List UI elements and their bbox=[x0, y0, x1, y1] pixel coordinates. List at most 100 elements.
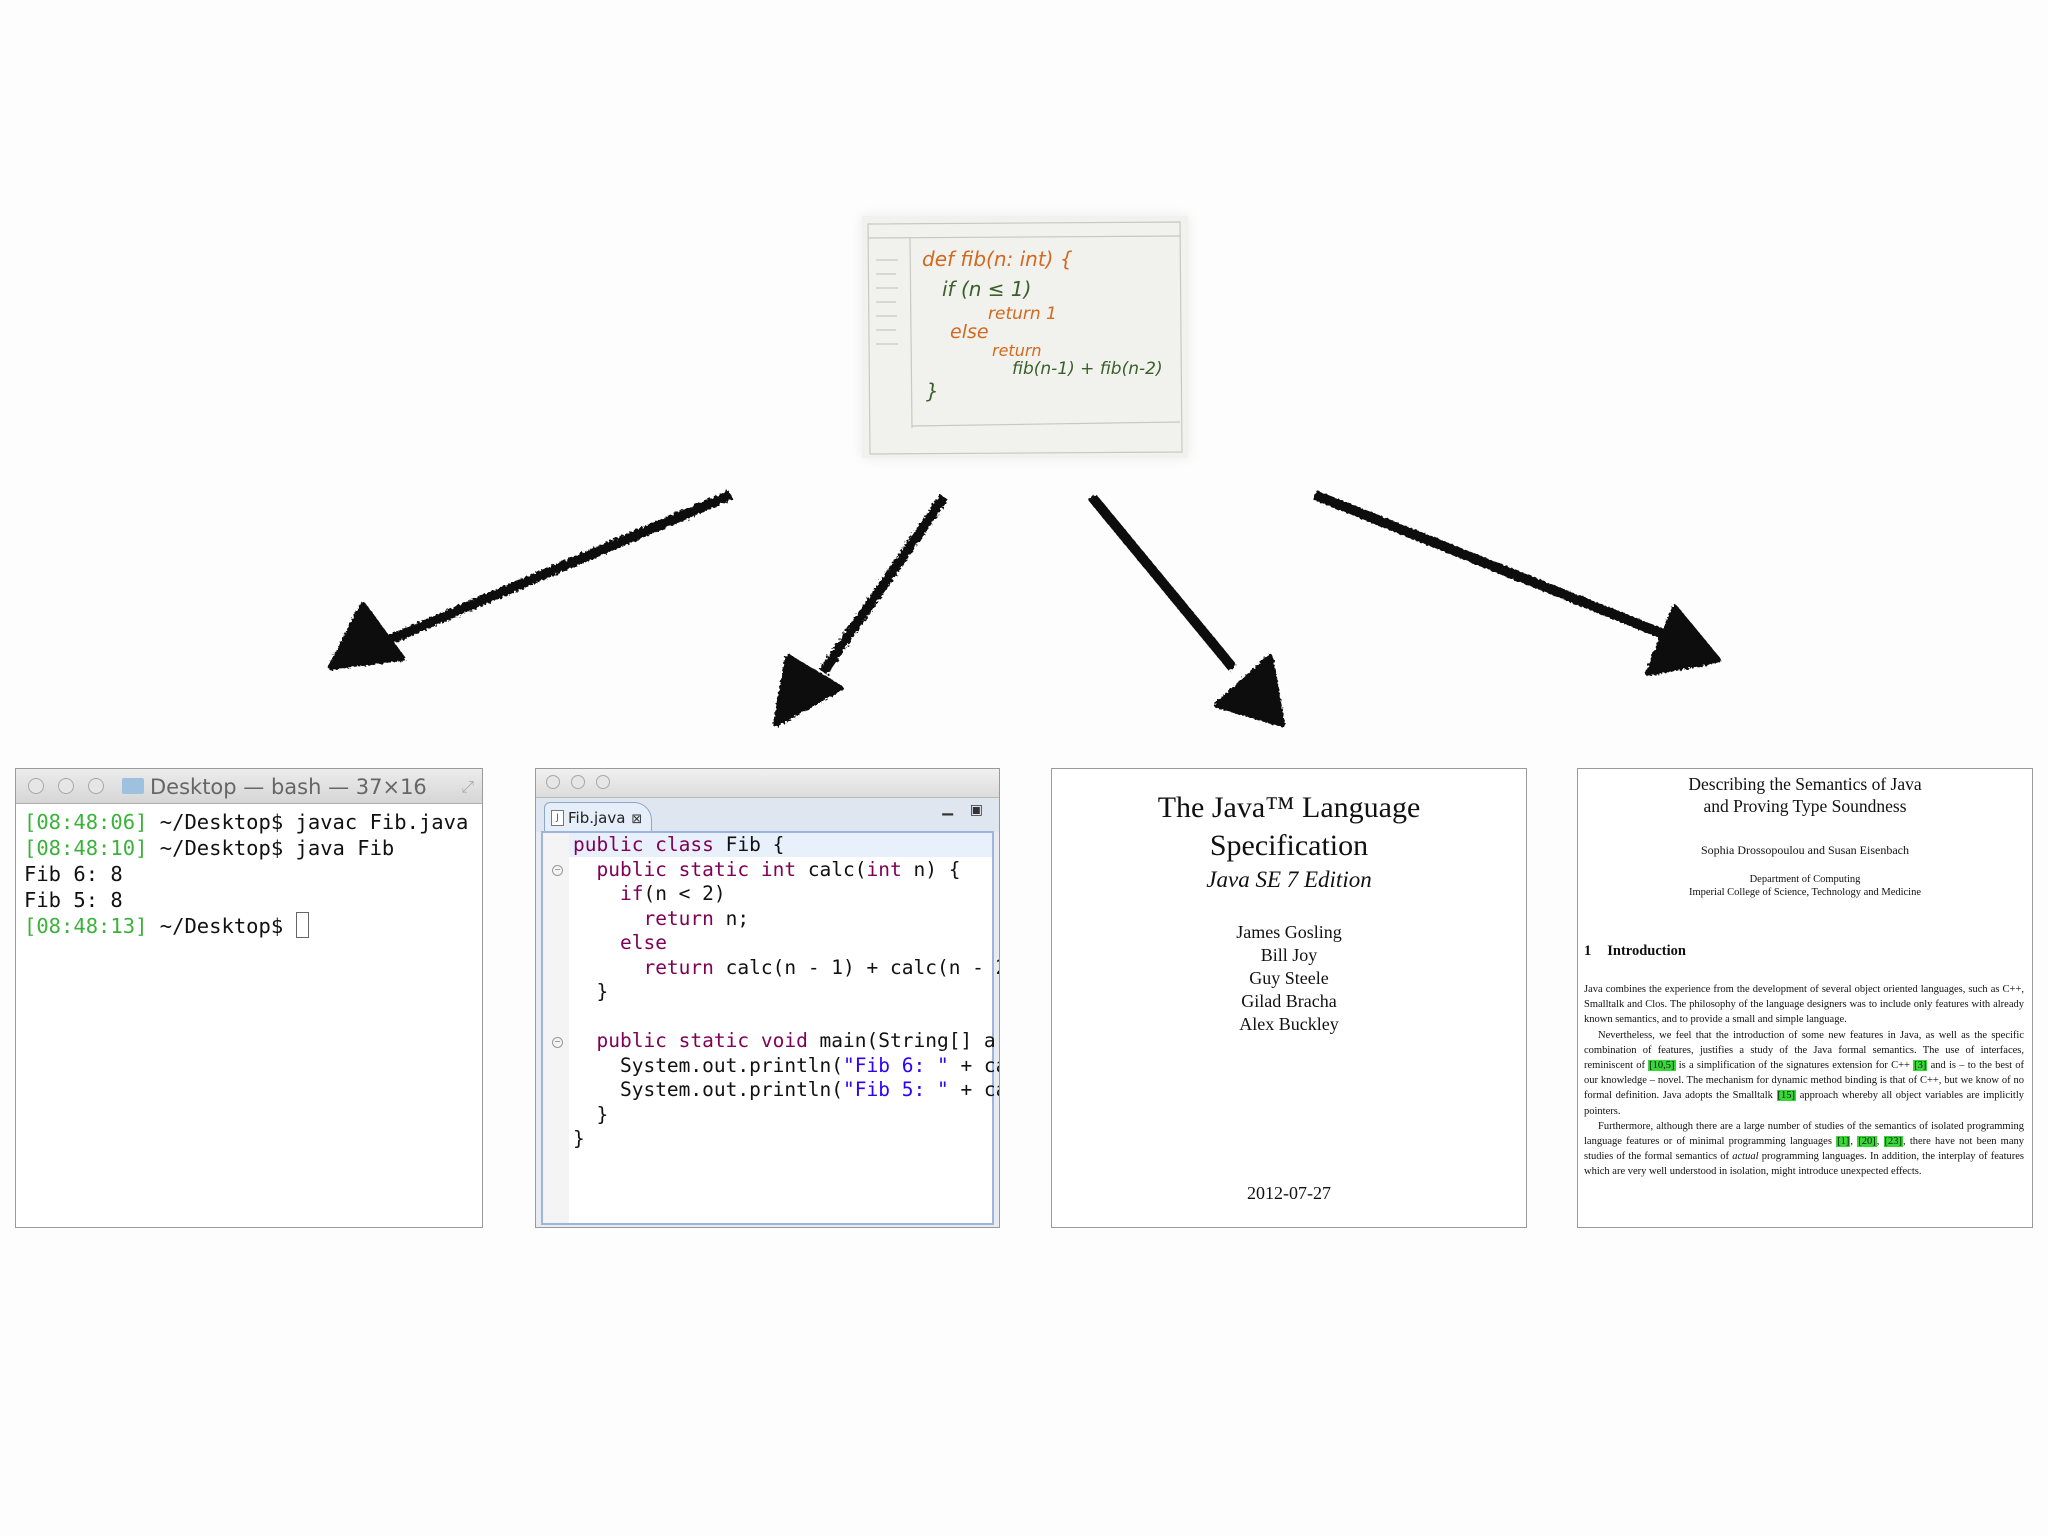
code-line: System.out.println("Fib 5: " + calc bbox=[573, 1078, 1000, 1103]
sketch-line-2: if (n ≤ 1) bbox=[942, 277, 1031, 301]
sketch-line-6: fib(n-1) + fib(n-2) bbox=[1012, 359, 1163, 379]
terminal-text: Fib 5: 8 bbox=[24, 888, 123, 912]
sketch-line-5: return bbox=[992, 341, 1042, 360]
sketch-line-7: } bbox=[926, 379, 939, 403]
document-title-line: Specification bbox=[1052, 827, 1526, 865]
section-title: Introduction bbox=[1607, 943, 1686, 959]
affiliation-department: Department of Computing bbox=[1578, 873, 2032, 886]
text: is a simplification of the signatures ex… bbox=[1676, 1060, 1914, 1071]
terminal-window: Desktop — bash — 37×16 ⤢ [08:48:06] ~/De… bbox=[15, 768, 483, 1228]
keyword: int bbox=[867, 858, 902, 881]
terminal-text: Fib 6: 8 bbox=[24, 862, 123, 886]
document-date: 2012-07-27 bbox=[1052, 1183, 1526, 1204]
code-text: (n < 2) bbox=[643, 882, 725, 905]
fullscreen-icon[interactable]: ⤢ bbox=[461, 777, 474, 797]
terminal-line: Fib 6: 8 bbox=[24, 861, 474, 887]
paragraph: Nevertheless, we feel that the introduct… bbox=[1584, 1028, 2024, 1119]
minimize-window-button[interactable] bbox=[58, 778, 74, 794]
document-authors: James Gosling Bill Joy Guy Steele Gilad … bbox=[1052, 921, 1526, 1036]
code-line: } bbox=[573, 980, 1000, 1005]
keyword: if bbox=[620, 882, 643, 905]
string-literal: "Fib 6: " bbox=[843, 1054, 949, 1077]
code-line: } bbox=[573, 1127, 1000, 1152]
arrow-to-language-spec bbox=[1092, 497, 1282, 724]
terminal-text: ~/Desktop$ bbox=[147, 914, 295, 938]
terminal-line: [08:48:10] ~/Desktop$ java Fib bbox=[24, 835, 474, 861]
code-line: return n; bbox=[573, 907, 1000, 932]
minimize-window-button[interactable] bbox=[571, 775, 585, 789]
terminal-title: Desktop — bash — 37×16 bbox=[122, 775, 427, 799]
code-text: } bbox=[596, 980, 608, 1003]
keyword: public static int bbox=[596, 858, 796, 881]
code-line bbox=[573, 1005, 1000, 1030]
fold-toggle-icon[interactable]: − bbox=[552, 1037, 563, 1048]
keyword: return bbox=[643, 956, 713, 979]
terminal-text: ~/Desktop$ java Fib bbox=[147, 836, 394, 860]
document-title: The Java™ Language Specification bbox=[1052, 789, 1526, 865]
code-text: calc( bbox=[796, 858, 866, 881]
zoom-window-button[interactable] bbox=[596, 775, 610, 789]
arrow-to-research-paper bbox=[1315, 495, 1718, 673]
citation-link[interactable]: [20] bbox=[1857, 1136, 1877, 1147]
section-heading: 1Introduction bbox=[1584, 943, 1702, 960]
citation-link[interactable]: [23] bbox=[1884, 1136, 1904, 1147]
arrow-to-ide bbox=[776, 497, 944, 724]
citation-link[interactable]: [3] bbox=[1913, 1060, 1927, 1071]
paper-body: Java combines the experience from the de… bbox=[1584, 982, 2024, 1180]
code-text: System.out.println( bbox=[620, 1054, 843, 1077]
citation-link[interactable]: [10,5] bbox=[1648, 1060, 1675, 1071]
code-text: main(String[] args bbox=[808, 1029, 1000, 1052]
code-text: calc(n - 1) + calc(n - 2); bbox=[714, 956, 1000, 979]
keyword: public class bbox=[573, 833, 714, 856]
author-name: Guy Steele bbox=[1052, 967, 1526, 990]
arrow-to-terminal bbox=[331, 495, 731, 667]
folder-icon bbox=[122, 778, 144, 794]
paper-title-line: Describing the Semantics of Java bbox=[1578, 773, 2032, 795]
paper-title-line: and Proving Type Soundness bbox=[1578, 795, 2032, 817]
string-literal: "Fib 5: " bbox=[843, 1078, 949, 1101]
paragraph: Furthermore, although there are a large … bbox=[1584, 1119, 2024, 1180]
terminal-title-text: Desktop — bash — 37×16 bbox=[150, 775, 427, 799]
code-line: if(n < 2) bbox=[573, 882, 1000, 907]
maximize-view-icon[interactable]: ▣ bbox=[970, 802, 983, 818]
code-line: } bbox=[573, 1103, 1000, 1128]
code-line: System.out.println("Fib 6: " + calc bbox=[573, 1054, 1000, 1079]
paragraph: Java combines the experience from the de… bbox=[1584, 982, 2024, 1028]
paper-title: Describing the Semantics of Java and Pro… bbox=[1578, 773, 2032, 817]
text-cursor bbox=[296, 912, 309, 938]
terminal-output[interactable]: [08:48:06] ~/Desktop$ javac Fib.java[08:… bbox=[16, 804, 482, 945]
code-line: return calc(n - 1) + calc(n - 2); bbox=[573, 956, 1000, 981]
sketch-line-3: return 1 bbox=[988, 304, 1057, 324]
code-line: else bbox=[573, 931, 1000, 956]
code-line: public static int calc(int n) { bbox=[573, 858, 1000, 883]
close-tab-icon[interactable]: ⊠ bbox=[631, 812, 642, 827]
author-name: Gilad Bracha bbox=[1052, 990, 1526, 1013]
timestamp: [08:48:10] bbox=[24, 836, 147, 860]
paper-authors: Sophia Drossopoulou and Susan Eisenbach bbox=[1578, 843, 2032, 858]
language-spec-document: The Java™ Language Specification Java SE… bbox=[1051, 768, 1527, 1228]
code-editor[interactable]: − − public class Fib { public static int… bbox=[541, 831, 994, 1225]
ide-titlebar bbox=[536, 769, 999, 798]
fold-toggle-icon[interactable]: − bbox=[552, 865, 563, 876]
citation-link[interactable]: [15] bbox=[1777, 1090, 1797, 1101]
zoom-window-button[interactable] bbox=[88, 778, 104, 794]
code-text: + calc bbox=[949, 1078, 1000, 1101]
citation-link[interactable]: [1] bbox=[1836, 1136, 1850, 1147]
code-text: n) { bbox=[902, 858, 961, 881]
java-file-icon: J bbox=[551, 810, 564, 826]
code-text: } bbox=[596, 1103, 608, 1126]
terminal-line: Fib 5: 8 bbox=[24, 887, 474, 913]
terminal-text: ~/Desktop$ javac Fib.java bbox=[147, 810, 468, 834]
author-name: Bill Joy bbox=[1052, 944, 1526, 967]
code-line: public static void main(String[] args bbox=[573, 1029, 1000, 1054]
close-window-button[interactable] bbox=[28, 778, 44, 794]
document-title-line: The Java™ Language bbox=[1052, 789, 1526, 827]
timestamp: [08:48:06] bbox=[24, 810, 147, 834]
minimize-view-icon[interactable]: ▁ bbox=[942, 800, 953, 816]
keyword: return bbox=[643, 907, 713, 930]
code-line: public class Fib { bbox=[573, 833, 1000, 858]
close-window-button[interactable] bbox=[546, 775, 560, 789]
keyword: public static void bbox=[596, 1029, 807, 1052]
terminal-titlebar: Desktop — bash — 37×16 ⤢ bbox=[16, 769, 482, 804]
